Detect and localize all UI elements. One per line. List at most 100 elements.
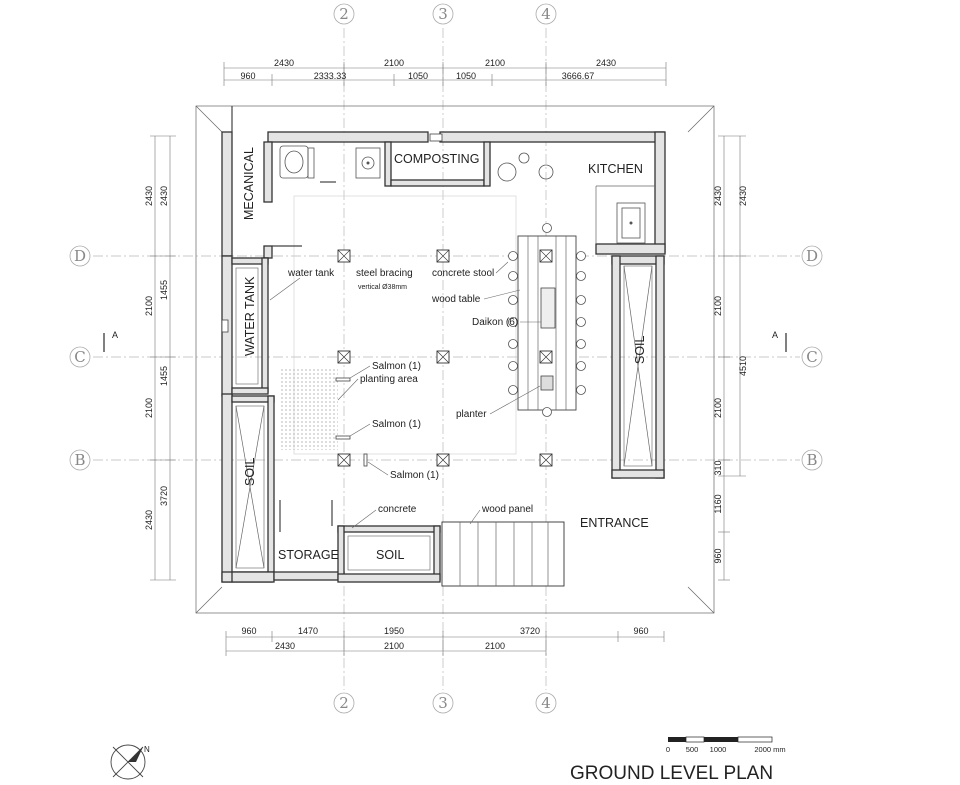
- svg-text:2: 2: [339, 5, 349, 23]
- svg-text:A: A: [112, 330, 118, 340]
- annotations: water tank steel bracing vertical Ø38mm …: [269, 261, 541, 529]
- label-vertical-bracing: vertical Ø38mm: [358, 284, 407, 291]
- stools: [508, 223, 586, 417]
- svg-text:D: D: [806, 247, 818, 265]
- svg-text:2430: 2430: [274, 58, 294, 68]
- walls: [221, 131, 666, 583]
- svg-text:2100: 2100: [713, 296, 723, 316]
- label-salmon-3: Salmon (1): [390, 470, 439, 481]
- svg-text:2333.33: 2333.33: [314, 71, 347, 81]
- label-wood-table: wood table: [431, 294, 481, 305]
- grid-bubble-D-left: D: [69, 245, 91, 267]
- svg-text:2430: 2430: [144, 510, 154, 530]
- north-arrow-icon: N: [110, 744, 150, 780]
- wood-table: [517, 235, 577, 411]
- svg-text:2430: 2430: [596, 58, 616, 68]
- svg-text:2100: 2100: [485, 58, 505, 68]
- section-mark-left: A: [103, 330, 118, 352]
- sink-icon: [355, 147, 381, 179]
- svg-text:1000: 1000: [710, 745, 727, 754]
- svg-text:500: 500: [686, 745, 699, 754]
- svg-text:960: 960: [241, 626, 256, 636]
- svg-text:2100: 2100: [384, 641, 404, 651]
- svg-text:C: C: [806, 348, 817, 366]
- dimensions-right: 2430 2100 2100 310 1160 960 2430 4510: [713, 135, 748, 581]
- label-concrete: concrete: [378, 504, 417, 515]
- svg-text:310: 310: [713, 460, 723, 475]
- room-water-tank: WATER TANK: [243, 276, 257, 356]
- svg-text:2100: 2100: [384, 58, 404, 68]
- room-labels: MECANICAL COMPOSTING KITCHEN WATER TANK …: [242, 147, 649, 562]
- entrance-steps: [441, 521, 565, 587]
- svg-text:A: A: [772, 330, 778, 340]
- svg-text:2100: 2100: [144, 296, 154, 316]
- dimensions-bottom: 960 1470 1950 3720 960 2430 2100 2100: [225, 626, 665, 656]
- svg-text:B: B: [806, 451, 817, 469]
- grid-bubbles: 2 3 4 2 3 4 D C B D C B: [69, 3, 823, 714]
- section-mark-right: A: [772, 330, 787, 352]
- svg-text:1470: 1470: [298, 626, 318, 636]
- room-entrance: ENTRANCE: [580, 516, 649, 530]
- svg-text:2430: 2430: [144, 186, 154, 206]
- svg-text:2100: 2100: [485, 641, 505, 651]
- drawing-title: GROUND LEVEL PLAN: [570, 763, 773, 784]
- svg-text:C: C: [74, 348, 85, 366]
- svg-text:2: 2: [339, 694, 349, 712]
- label-planting-area: planting area: [360, 374, 418, 385]
- doors: [221, 106, 443, 532]
- svg-text:2430: 2430: [738, 186, 748, 206]
- svg-text:3720: 3720: [159, 486, 169, 506]
- room-kitchen: KITCHEN: [588, 162, 643, 176]
- label-water-tank: water tank: [287, 268, 335, 279]
- kitchen-sink-icon: [616, 202, 646, 244]
- grid-bubble-B-left: B: [69, 449, 91, 471]
- steel-columns: [337, 249, 553, 467]
- room-composting: COMPOSTING: [394, 152, 479, 166]
- svg-text:960: 960: [240, 71, 255, 81]
- label-wood-panel: wood panel: [481, 504, 533, 515]
- svg-text:3: 3: [438, 5, 448, 23]
- label-planter: planter: [456, 409, 487, 420]
- room-soil-bottom: SOIL: [376, 548, 405, 562]
- grid-bubble-C-left: C: [69, 346, 91, 368]
- grid-bubble-C-right: C: [801, 346, 823, 368]
- svg-text:2430: 2430: [159, 186, 169, 206]
- grid-bubble-3-top: 3: [432, 3, 454, 25]
- soil-planters: [235, 265, 653, 571]
- svg-text:4510: 4510: [738, 356, 748, 376]
- svg-text:960: 960: [633, 626, 648, 636]
- grid-bubble-2-bottom: 2: [333, 692, 355, 714]
- svg-text:4: 4: [541, 5, 551, 23]
- svg-text:2100: 2100: [144, 398, 154, 418]
- svg-text:3720: 3720: [520, 626, 540, 636]
- svg-text:B: B: [74, 451, 85, 469]
- room-soil-left: SOIL: [243, 457, 257, 486]
- stove-burners-icon: [497, 152, 554, 182]
- toilet-icon: [279, 145, 315, 179]
- dimensions-top: 2430 2100 2100 2430 960 2333.33 1050 105…: [223, 58, 667, 86]
- svg-text:3666.67: 3666.67: [562, 71, 595, 81]
- svg-text:0: 0: [666, 745, 670, 754]
- label-daikon: Daikon (6): [472, 317, 518, 328]
- label-concrete-stool: concrete stool: [432, 268, 494, 279]
- label-salmon-1: Salmon (1): [372, 361, 421, 372]
- scale-bar: 0 500 1000 2000 mm: [666, 736, 786, 754]
- room-mechanical: MECANICAL: [242, 147, 256, 220]
- svg-text:1455: 1455: [159, 280, 169, 300]
- room-soil-right: SOIL: [633, 335, 647, 364]
- salmon-planters: [335, 377, 368, 467]
- svg-text:2100: 2100: [713, 398, 723, 418]
- svg-text:1455: 1455: [159, 366, 169, 386]
- svg-text:1050: 1050: [456, 71, 476, 81]
- svg-text:2000 mm: 2000 mm: [754, 745, 785, 754]
- svg-text:1050: 1050: [408, 71, 428, 81]
- planting-area-hatch: [280, 368, 338, 450]
- svg-text:2430: 2430: [713, 186, 723, 206]
- grid-bubble-3-bottom: 3: [432, 692, 454, 714]
- grid-bubble-B-right: B: [801, 449, 823, 471]
- svg-text:D: D: [74, 247, 86, 265]
- kitchen-counter: [595, 185, 655, 244]
- svg-text:960: 960: [713, 548, 723, 563]
- svg-text:1950: 1950: [384, 626, 404, 636]
- svg-text:1160: 1160: [713, 494, 723, 513]
